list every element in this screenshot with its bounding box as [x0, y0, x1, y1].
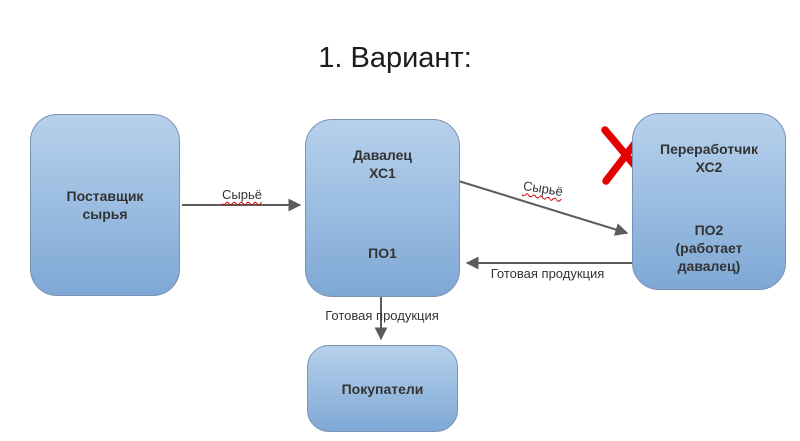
raw-material-label-text-1: Сырьё	[222, 187, 262, 202]
processor-po2-line1: ПО2	[694, 222, 724, 238]
supplier-label-line2: сырья	[82, 206, 128, 222]
processor-label-line1: Переработчик	[660, 141, 758, 157]
supplier-label-line1: Поставщик	[66, 188, 144, 204]
davalets-box: Давалец ХС1 ПО1	[305, 119, 460, 297]
buyers-box: Покупатели	[307, 345, 458, 432]
processor-po2-line3: давалец)	[677, 258, 741, 274]
diagram-title: 1. Вариант:	[318, 42, 472, 74]
davalets-po1-label: ПО1	[368, 245, 397, 261]
edge-davalets-to-processor	[451, 178, 629, 236]
processor-label-line2: ХС2	[695, 159, 723, 175]
edge-label-finished-products-to-buyers: Готовая продукция	[325, 308, 439, 323]
supplier-box: Поставщик сырья	[30, 114, 180, 296]
processor-box: Переработчик ХС2 ПО2 (работает давалец)	[632, 113, 786, 290]
edge-label-finished-products-return: Готовая продукция	[490, 266, 605, 281]
processor-po2-label: ПО2 (работает давалец)	[676, 221, 743, 275]
processor-top-label: Переработчик ХС2	[660, 140, 758, 176]
buyers-label: Покупатели	[341, 380, 424, 397]
davalets-label-line1: Давалец	[352, 147, 413, 163]
processor-po2-line2: (работает	[675, 240, 743, 256]
davalets-top-label: Давалец ХС1	[353, 146, 412, 182]
davalets-label-line2: ХС1	[369, 165, 396, 181]
edge-label-raw-material-1: Сырьё	[207, 187, 277, 203]
